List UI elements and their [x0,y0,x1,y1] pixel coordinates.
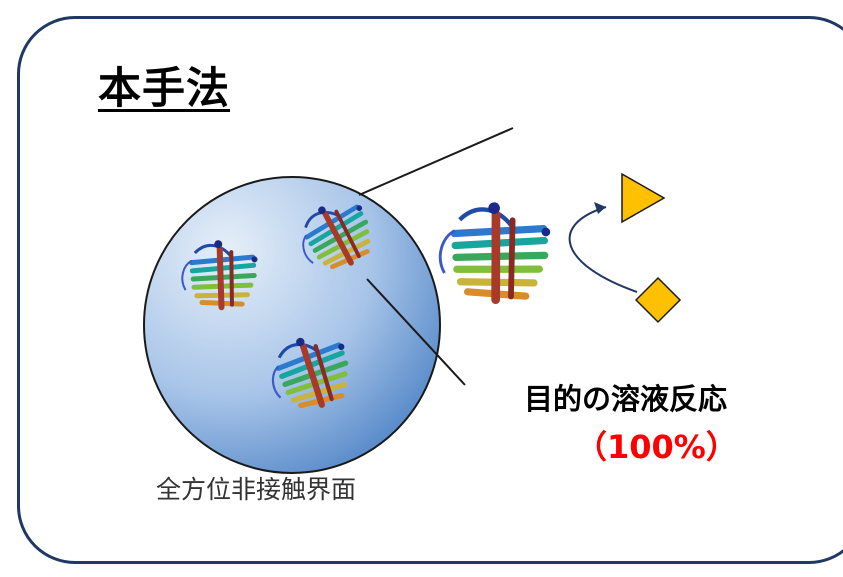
zoom-line-upper [358,127,514,196]
diamond-substrate-icon [634,276,682,324]
triangle-product-icon [621,172,666,224]
page-title: 本手法 [98,64,230,114]
interface-caption: 全方位非接触界面 [156,475,357,504]
protein-structure-icon [434,195,554,307]
target-reaction-value: （100%） [575,428,738,466]
zoom-line-lower [366,278,466,386]
reaction-arrow-icon [568,206,638,293]
target-reaction-label: 目的の溶液反応 [524,382,728,416]
non-contact-interface-sphere [143,176,441,474]
arrow-head-icon [594,202,606,214]
